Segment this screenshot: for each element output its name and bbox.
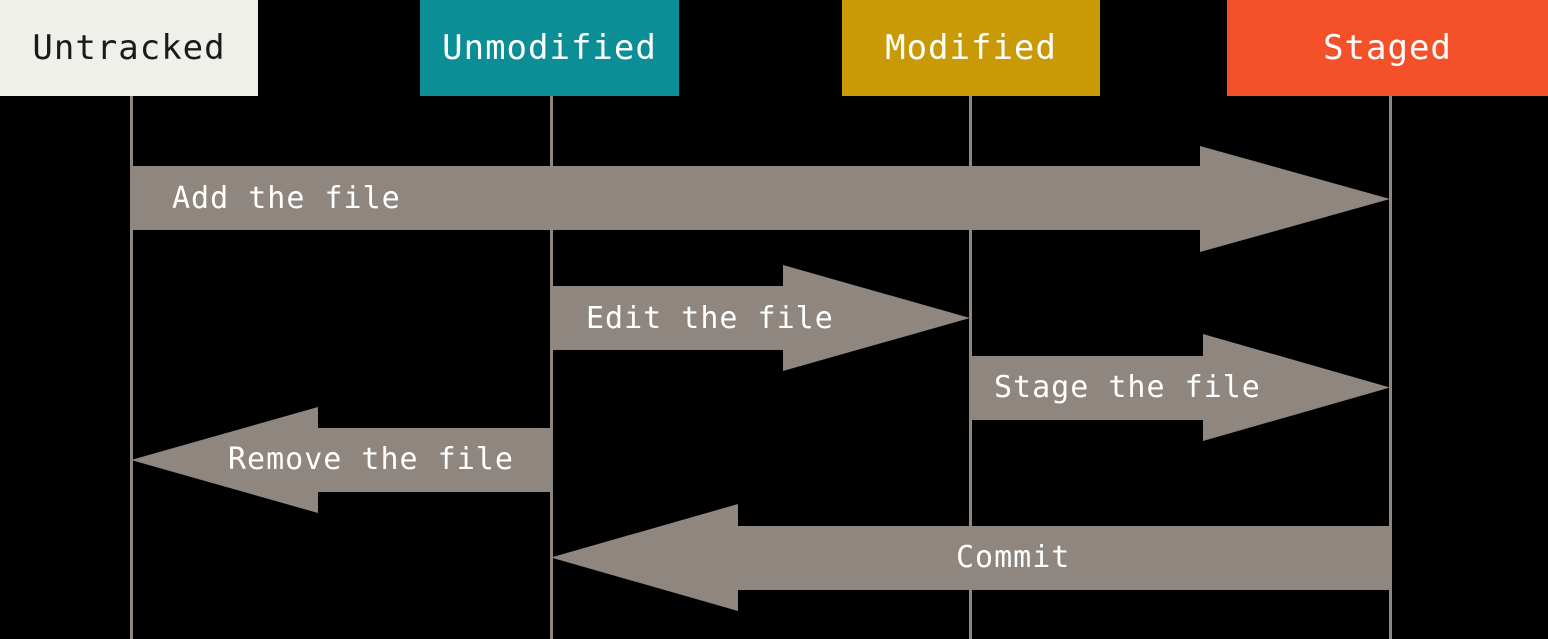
lifeline-staged xyxy=(1389,96,1392,639)
arrow-edit-the-file[interactable] xyxy=(551,265,970,371)
state-box-untracked[interactable]: Untracked xyxy=(0,0,258,96)
arrow-shape-add-the-file xyxy=(131,146,1390,252)
arrow-label-stage-the-file: Stage the file xyxy=(994,370,1261,405)
arrow-shape-edit-the-file xyxy=(551,265,970,371)
state-label-staged: Staged xyxy=(1323,28,1452,68)
arrow-label-commit: Commit xyxy=(956,540,1071,575)
lifeline-unmodified xyxy=(550,96,553,639)
state-box-staged[interactable]: Staged xyxy=(1227,0,1548,96)
arrow-label-add-the-file: Add the file xyxy=(172,181,401,216)
arrow-shape-stage-the-file xyxy=(970,334,1390,441)
state-label-modified: Modified xyxy=(885,28,1057,68)
state-label-untracked: Untracked xyxy=(32,28,226,68)
arrow-remove-the-file[interactable] xyxy=(131,407,551,513)
arrow-add-the-file[interactable] xyxy=(131,146,1390,252)
arrow-shape-commit xyxy=(551,504,1390,611)
arrow-label-edit-the-file: Edit the file xyxy=(586,301,834,336)
arrow-commit[interactable] xyxy=(551,504,1390,611)
arrow-stage-the-file[interactable] xyxy=(970,334,1390,441)
lifeline-untracked xyxy=(130,96,133,639)
arrow-label-remove-the-file: Remove the file xyxy=(228,442,514,477)
state-label-unmodified: Unmodified xyxy=(442,28,657,68)
arrow-shape-remove-the-file xyxy=(131,407,551,513)
state-box-unmodified[interactable]: Unmodified xyxy=(420,0,679,96)
state-box-modified[interactable]: Modified xyxy=(842,0,1100,96)
